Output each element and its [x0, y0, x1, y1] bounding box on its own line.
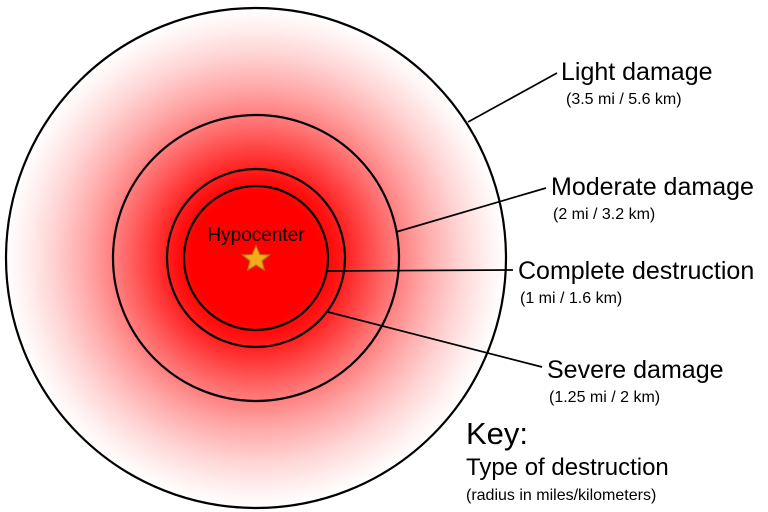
- callout-moderate-damage-radius: (2 mi / 3.2 km): [553, 206, 655, 223]
- key-type-line: Type of destruction: [466, 454, 669, 481]
- ring-severe-damage: [165, 167, 347, 349]
- callout-severe-damage-title: Severe damage: [547, 356, 724, 384]
- ring-moderate-damage: [111, 113, 401, 403]
- callout-severe-damage-radius: (1.25 mi / 2 km): [549, 389, 660, 406]
- star-icon: [241, 244, 271, 272]
- leader-line-moderate-damage: [395, 187, 547, 233]
- callout-light-damage: Light damage (3.5 mi / 5.6 km): [561, 58, 713, 108]
- key-radius-line: (radius in miles/kilometers): [466, 487, 656, 504]
- ring-complete-destruction: [182, 184, 330, 332]
- callout-severe-damage: Severe damage (1.25 mi / 2 km): [547, 356, 724, 406]
- callout-light-damage-title: Light damage: [561, 58, 713, 86]
- callout-complete-destruction-title: Complete destruction: [518, 257, 754, 285]
- leader-line-severe-damage: [327, 311, 543, 368]
- key-block: Key: Type of destruction (radius in mile…: [466, 416, 669, 504]
- hypocenter-label: Hypocenter: [207, 225, 305, 246]
- leader-line-complete-destruction: [326, 269, 514, 272]
- callout-moderate-damage-title: Moderate damage: [551, 173, 754, 201]
- callout-complete-destruction: Complete destruction (1 mi / 1.6 km): [518, 257, 754, 307]
- key-heading: Key:: [466, 416, 528, 451]
- callout-complete-destruction-radius: (1 mi / 1.6 km): [520, 290, 622, 307]
- callout-light-damage-radius: (3.5 mi / 5.6 km): [566, 91, 682, 108]
- callout-moderate-damage: Moderate damage (2 mi / 3.2 km): [551, 173, 754, 223]
- leader-line-light-damage: [467, 72, 558, 123]
- ring-light-damage: [4, 6, 508, 510]
